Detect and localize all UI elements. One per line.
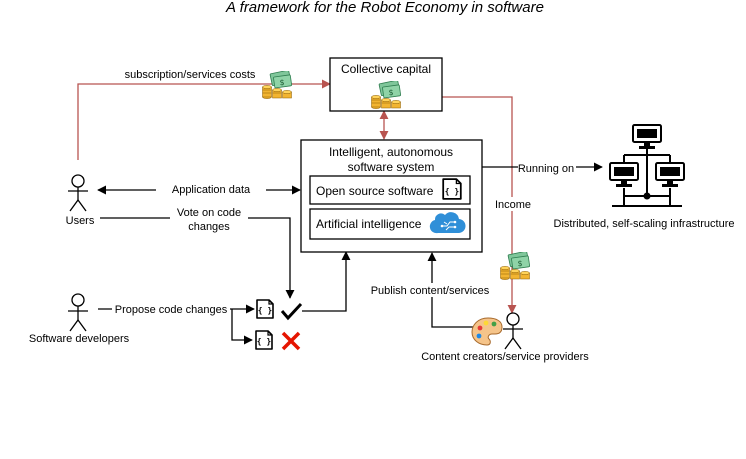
reject-x-icon: [281, 331, 301, 351]
vote-edge: [100, 217, 295, 299]
infrastructure-label: Distributed, self-scaling infrastructure: [554, 218, 735, 230]
propose-reject-branch: [231, 309, 253, 345]
users-label: Users: [66, 215, 95, 227]
running-on-label: Running on: [518, 163, 574, 175]
propose-label: Propose code changes: [115, 304, 228, 316]
developers-label: Software developers: [29, 333, 130, 345]
ai-label: Artificial intelligence: [316, 217, 422, 231]
accepted-change-edge: [302, 251, 351, 312]
software-system-box: Intelligent, autonomous software system …: [300, 139, 483, 253]
application-data-label: Application data: [172, 184, 251, 196]
open-source-box: Open source software { }: [309, 175, 471, 205]
subscription-label: subscription/services costs: [125, 69, 256, 81]
ai-box: Artificial intelligence: [309, 208, 471, 240]
income-label: Income: [495, 199, 531, 211]
users-actor: [68, 174, 88, 212]
server-monitor-icon: [609, 162, 639, 188]
income-edge: [442, 96, 517, 314]
network-infrastructure-icon: [609, 124, 685, 207]
checkmark-icon: [280, 302, 303, 321]
income-money-icon: [500, 252, 530, 280]
creators-actor: [503, 312, 523, 350]
subscription-edge: [77, 79, 331, 160]
diagram-title: A framework for the Robot Economy in sof…: [225, 0, 544, 16]
creators-label: Content creators/service providers: [421, 351, 589, 363]
server-monitor-icon: [655, 162, 685, 188]
code-braces: { }: [445, 187, 460, 196]
server-monitor-icon: [632, 124, 662, 150]
brain-cloud-icon: [429, 212, 466, 234]
developers-actor: [68, 293, 88, 332]
open-source-label: Open source software: [316, 184, 434, 198]
publish-edge: [427, 252, 474, 328]
publish-label: Publish content/services: [371, 285, 490, 297]
vote-label-line2: changes: [188, 221, 230, 233]
collective-capital-label: Collective capital: [341, 62, 431, 76]
palette-icon: [471, 317, 503, 346]
system-title-line2: software system: [348, 160, 435, 174]
vote-label-line1: Vote on code: [177, 207, 241, 219]
code-change-braces: { }: [258, 306, 273, 315]
code-change-braces-rejected: { }: [257, 337, 272, 346]
collective-capital-box: Collective capital: [329, 57, 443, 112]
system-title-line1: Intelligent, autonomous: [329, 145, 453, 159]
